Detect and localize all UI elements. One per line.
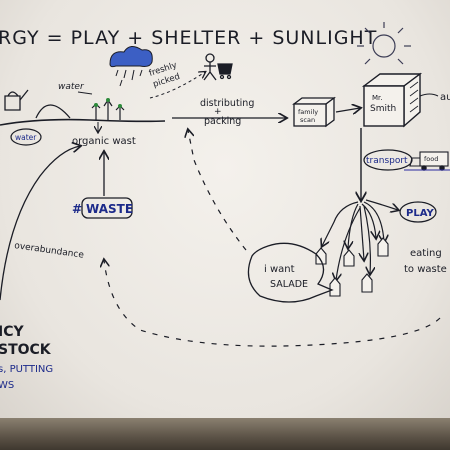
table-edge: [0, 418, 450, 450]
i-want-label: i want: [264, 264, 295, 275]
to-waste-label: to waste: [404, 264, 447, 275]
plant-leaf: [106, 98, 110, 102]
family-label: family: [298, 108, 318, 116]
eating-label: eating: [410, 248, 442, 259]
plant-leaf: [118, 104, 122, 108]
food-truck-icon: [404, 151, 450, 171]
waste-label: WASTE: [86, 202, 133, 216]
sun-icon: [357, 22, 411, 65]
plant-leaf: [94, 103, 98, 107]
person-with-cart-icon: [203, 53, 233, 81]
freshly-picked-arrow: [149, 72, 205, 99]
mr-smith-box: [361, 72, 423, 128]
i-want-salade-bubble: [247, 242, 334, 303]
play-bubble: [399, 201, 437, 223]
waste-box: [81, 197, 133, 219]
dashed-feedback-arrow: [188, 130, 247, 251]
play-label: PLAY: [406, 208, 434, 219]
left-text-3: s, PUTTING: [0, 364, 53, 375]
salade-label: SALADE: [270, 279, 308, 290]
water-bubble: [10, 128, 42, 146]
rain-cloud-icon: [109, 46, 153, 87]
plants-icon: [91, 98, 125, 120]
packing-label: packing: [204, 116, 241, 127]
transport-label: transport: [366, 156, 408, 166]
waste-hash-label: #: [72, 202, 82, 216]
smith-label: Smith: [370, 104, 396, 114]
distributing-label: distributing: [200, 98, 254, 109]
water-top-label: water: [58, 82, 85, 92]
house-icons: [315, 237, 389, 297]
left-text-1: ICY: [0, 324, 24, 340]
watering-can-icon: [4, 89, 29, 111]
au-label: au: [440, 92, 450, 103]
plus-label: +: [214, 107, 222, 117]
food-label: food: [424, 155, 438, 163]
organic-waste-label: organic wast: [72, 136, 136, 147]
dashed-return-loop: [104, 260, 441, 347]
title-text: RGY = PLAY + SHELTER + SUNLIGHT: [0, 27, 377, 49]
ground-line: [0, 118, 166, 126]
overabundance-label: overabundance: [14, 241, 85, 261]
distribution-fan: [322, 199, 398, 280]
water-dome: [35, 104, 71, 119]
family-scan-box: [292, 96, 336, 128]
mr-label: Mr.: [372, 94, 383, 102]
overabundance-arrow: [0, 146, 80, 301]
water-bubble-label: water: [15, 133, 37, 142]
to-mr-smith-arrow: [335, 108, 360, 112]
scan-label: scan: [300, 116, 315, 124]
left-text-4: WS: [0, 380, 14, 391]
left-text-2: STOCK: [0, 342, 52, 358]
